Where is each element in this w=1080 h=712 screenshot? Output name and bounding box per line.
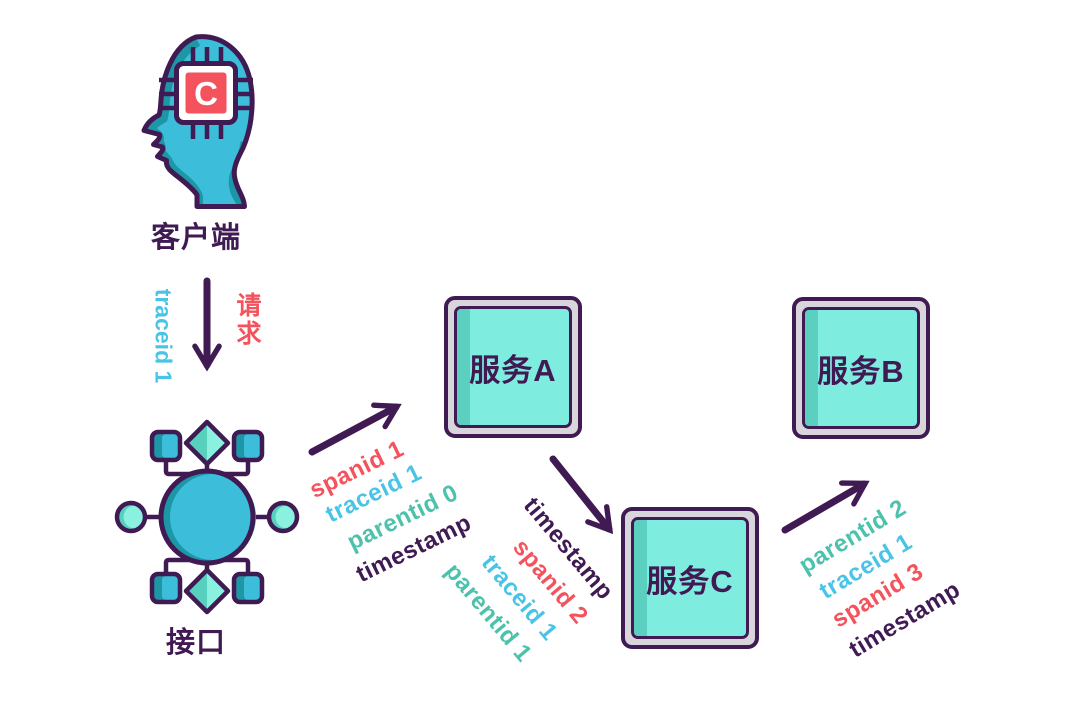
arrow-interface-to-service-a	[308, 402, 402, 456]
service-strip	[634, 520, 647, 636]
service-b-inner: 服务B	[802, 307, 920, 429]
service-b-box: 服务B	[792, 297, 930, 439]
network-diamonds	[183, 419, 231, 615]
network-circles	[114, 500, 300, 534]
client-label: 客户端	[150, 222, 242, 254]
interface-network-icon	[114, 419, 300, 615]
service-c-label: 服务C	[646, 563, 734, 599]
chip-letter: C	[194, 75, 218, 112]
interface-label: 接口	[165, 627, 227, 659]
edge-label-traceid-client: traceid 1	[150, 288, 177, 384]
service-a-inner: 服务A	[454, 306, 572, 428]
chip-icon: C	[159, 47, 253, 139]
arrow-service-c-to-service-b	[781, 480, 870, 534]
network-squares	[149, 429, 265, 605]
service-a-label: 服务A	[469, 352, 557, 388]
client-head-icon: C	[141, 34, 255, 209]
service-a-box: 服务A	[444, 296, 582, 438]
arrow-service-a-to-service-c	[549, 455, 614, 535]
service-strip	[805, 310, 818, 426]
service-strip	[457, 309, 470, 425]
request-label: 请求	[233, 292, 261, 348]
service-c-inner: 服务C	[631, 517, 749, 639]
service-c-box: 服务C	[621, 507, 759, 649]
service-b-label: 服务B	[817, 353, 905, 389]
